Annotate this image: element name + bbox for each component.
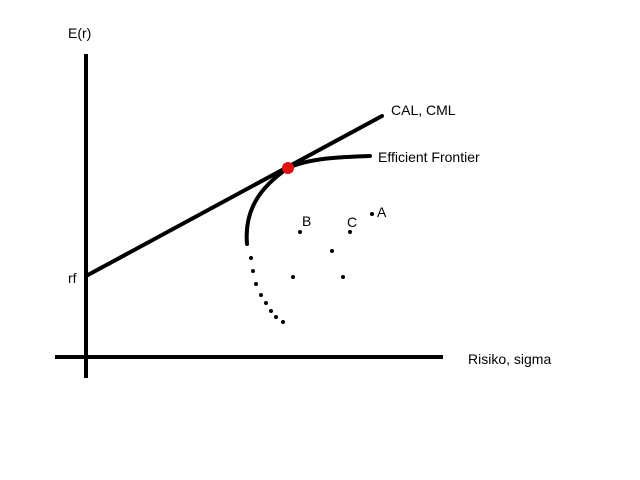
point-b-label: B: [302, 213, 311, 229]
frontier-dot: [254, 282, 258, 286]
frontier-label: Efficient Frontier: [378, 149, 480, 165]
asset-dots: [291, 212, 374, 279]
asset-dot-c: [348, 230, 352, 234]
asset-dot-a: [370, 212, 374, 216]
x-axis-label: Risiko, sigma: [468, 351, 551, 367]
tangency-point: [282, 162, 294, 174]
risk-free-label: rf: [68, 270, 77, 286]
frontier-dot: [259, 293, 263, 297]
frontier-dot: [251, 269, 255, 273]
point-a-label: A: [377, 204, 387, 220]
asset-dot-b: [298, 230, 302, 234]
y-axis-label: E(r): [68, 25, 91, 41]
asset-dot: [291, 275, 295, 279]
frontier-dot: [281, 320, 285, 324]
asset-dot: [330, 249, 334, 253]
cml-line: [84, 114, 384, 278]
point-c-label: C: [347, 214, 357, 230]
inefficient-frontier-dots: [249, 256, 285, 324]
frontier-dot: [249, 256, 253, 260]
frontier-dot: [274, 315, 278, 319]
cml-label: CAL, CML: [391, 102, 456, 118]
frontier-dot: [269, 309, 273, 313]
asset-dot: [341, 275, 345, 279]
frontier-dot: [264, 301, 268, 305]
